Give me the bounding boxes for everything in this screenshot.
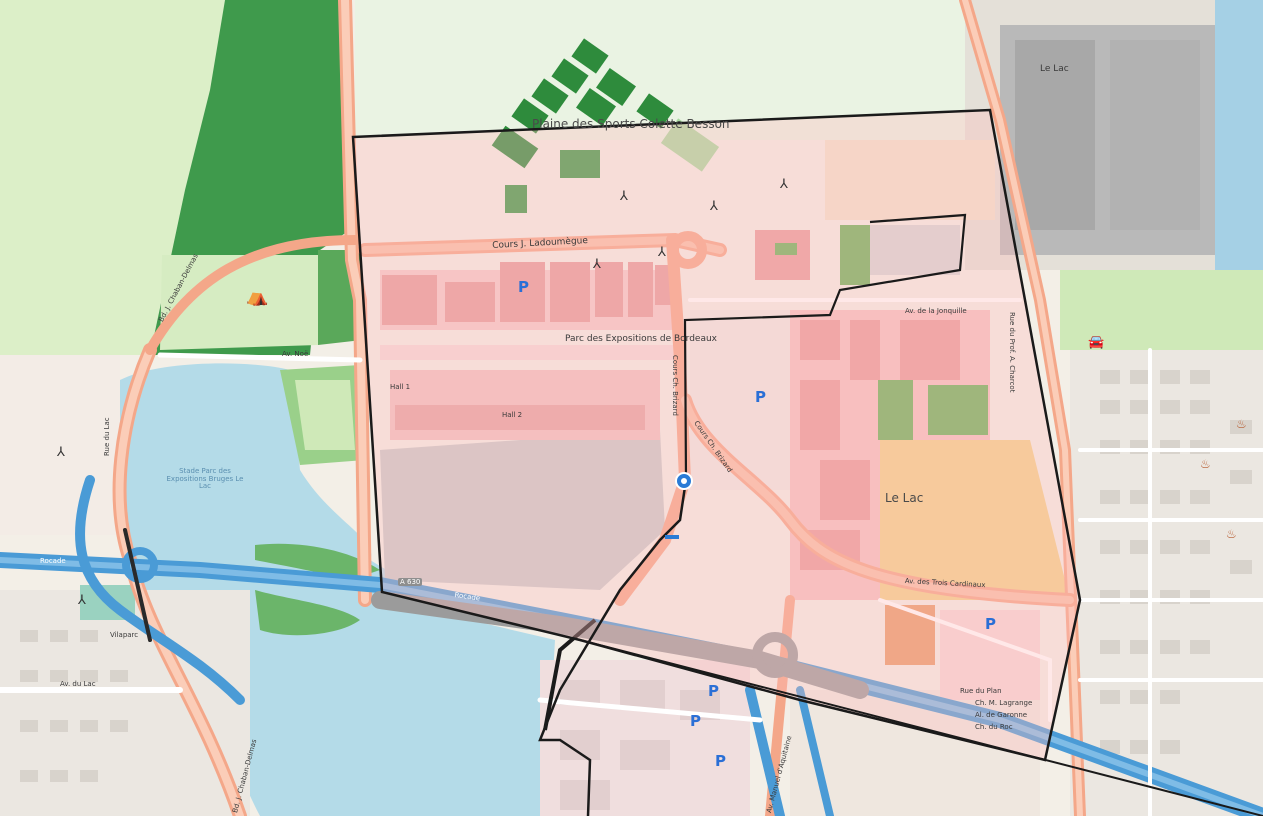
parking-icon[interactable]: P bbox=[755, 388, 766, 406]
fire-station-icon[interactable]: ♨ bbox=[1236, 417, 1247, 431]
sports-pitches bbox=[491, 38, 674, 213]
parking-area bbox=[380, 430, 665, 590]
wind-turbine-icon[interactable]: ⅄ bbox=[593, 257, 601, 272]
place-label-plaine-sports: Plaine des Sports Colette Besson bbox=[532, 117, 730, 131]
place-label-le-lac-top: Le Lac bbox=[1040, 64, 1069, 74]
wind-turbine-icon[interactable]: ⅄ bbox=[710, 199, 718, 214]
road-label-ch-lagrange: Ch. M. Lagrange bbox=[975, 699, 1033, 707]
car-dealer-icon[interactable]: 🚘 bbox=[1088, 335, 1105, 350]
parking-icon[interactable]: P bbox=[985, 615, 996, 633]
zone-overlay bbox=[353, 110, 1080, 760]
wind-turbine-icon[interactable]: ⅄ bbox=[78, 593, 86, 608]
road-label-al-garonne: Al. de Garonne bbox=[975, 711, 1028, 719]
road-label-rue-plan: Rue du Plan bbox=[960, 687, 1002, 695]
campsite-icon[interactable]: ⛺ bbox=[246, 286, 269, 307]
campsite-area bbox=[160, 255, 318, 350]
parking-icon[interactable]: P bbox=[715, 752, 726, 770]
le-lac-zone bbox=[880, 440, 1070, 600]
parking-icon[interactable]: P bbox=[690, 712, 701, 730]
road-label-rue-du-lac: Rue du Lac bbox=[103, 417, 111, 456]
place-label-parc-expositions: Parc des Expositions de Bordeaux bbox=[565, 334, 717, 344]
fire-station-icon[interactable]: ♨ bbox=[1200, 457, 1211, 471]
wind-turbine-icon[interactable]: ⅄ bbox=[620, 189, 628, 204]
place-label-stade: Stade Parc des Expositions Bruges Le Lac bbox=[166, 467, 244, 491]
road-label-rue-charcot: Rue du Prof. A. Charcot bbox=[1008, 312, 1016, 393]
road-label-ch-roc: Ch. du Roc bbox=[975, 723, 1013, 731]
place-label-vilaparc: Vilaparc bbox=[110, 631, 139, 639]
wind-turbine-icon[interactable]: ⅄ bbox=[658, 245, 666, 260]
parking-icon[interactable]: P bbox=[518, 278, 529, 296]
road-label-cours-brizard: Cours Ch. Brizard bbox=[671, 355, 679, 416]
wetland-area bbox=[690, 310, 790, 490]
road-label-av-du-lac: Av. du Lac bbox=[60, 680, 96, 688]
parking-icon[interactable]: P bbox=[708, 682, 719, 700]
label-hall-1: Hall 1 bbox=[390, 383, 411, 391]
road-label-av-jonquille: Av. de la Jonquille bbox=[905, 307, 967, 315]
road-label-rocade-west: Rocade bbox=[40, 557, 66, 565]
fire-station-icon[interactable]: ♨ bbox=[1226, 527, 1237, 541]
road-shield-a630: A 630 bbox=[398, 578, 423, 586]
wind-turbine-icon[interactable]: ⅄ bbox=[57, 445, 65, 460]
label-hall-2: Hall 2 bbox=[502, 411, 523, 419]
wind-turbine-icon[interactable]: ⅄ bbox=[780, 177, 788, 192]
road-label-av-noe: Av. Noë bbox=[282, 350, 309, 358]
exhibition-halls bbox=[382, 262, 675, 325]
place-label-le-lac: Le Lac bbox=[885, 491, 924, 505]
